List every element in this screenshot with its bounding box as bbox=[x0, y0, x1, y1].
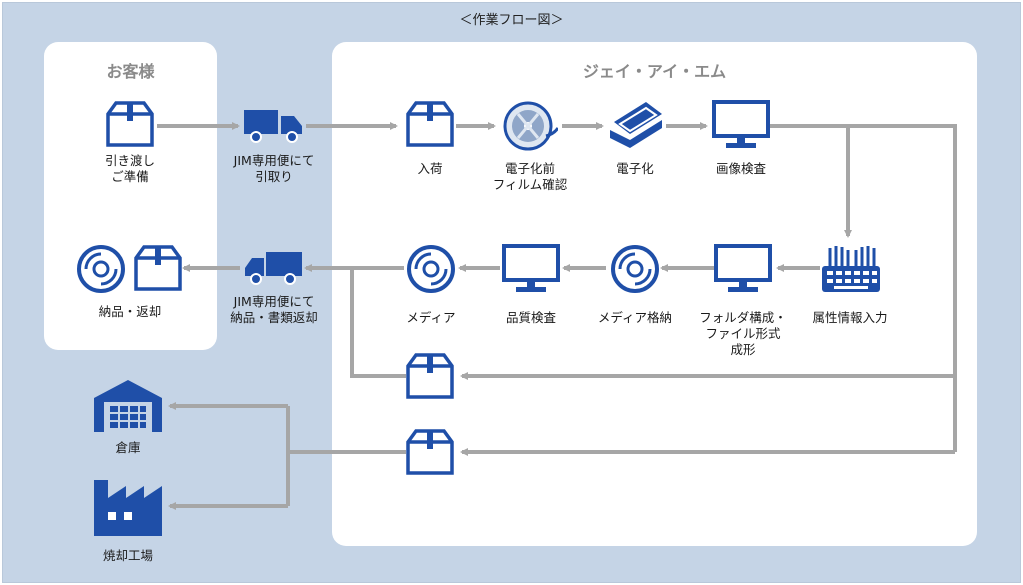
arrow-check-to-attribute bbox=[770, 124, 852, 238]
disc-icon bbox=[407, 245, 455, 293]
keyboard-typing-icon bbox=[822, 246, 880, 292]
return-line bbox=[770, 124, 957, 452]
prepare-label: 引き渡し ご準備 bbox=[104, 153, 155, 184]
warehouse-label: 倉庫 bbox=[115, 440, 141, 455]
return-label: JIM専用便にて 納品・書類返却 bbox=[230, 294, 318, 325]
film-check-label: 電子化前 フィルム確認 bbox=[492, 161, 568, 192]
truck-icon bbox=[245, 252, 302, 285]
media-label: メディア bbox=[406, 310, 456, 325]
line-upper-box-to-return bbox=[350, 268, 406, 378]
truck-icon bbox=[244, 110, 302, 143]
pickup-label: JIM専用便にて 引取り bbox=[233, 153, 315, 184]
film-reel-icon bbox=[503, 101, 558, 151]
media-store-label: メディア格納 bbox=[597, 310, 673, 325]
disc-icon bbox=[77, 245, 125, 293]
box-icon bbox=[406, 353, 454, 399]
company-header: ジェイ・アイ・エム bbox=[582, 62, 727, 81]
warehouse-icon bbox=[94, 380, 162, 432]
client-header: お客様 bbox=[106, 62, 155, 81]
factory-icon bbox=[94, 480, 162, 536]
scanner-icon bbox=[610, 102, 662, 148]
box-icon bbox=[406, 101, 454, 147]
diagram-title: ＜作業フロー図＞ bbox=[459, 13, 564, 28]
box-icon bbox=[134, 245, 182, 291]
client-panel bbox=[44, 42, 217, 350]
attribute-input-label: 属性情報入力 bbox=[812, 310, 888, 325]
monitor-icon bbox=[502, 244, 560, 292]
disc-icon bbox=[611, 245, 659, 293]
monitor-icon bbox=[714, 244, 772, 292]
incineration-label: 焼却工場 bbox=[102, 548, 153, 563]
deliver-label: 納品・返却 bbox=[98, 304, 162, 319]
image-check-label: 画像検査 bbox=[715, 161, 766, 176]
box-icon bbox=[106, 101, 154, 147]
monitor-icon bbox=[712, 100, 770, 148]
arrival-label: 入荷 bbox=[417, 161, 443, 176]
folder-build-label: フォルダ構成・ ファイル形式 成形 bbox=[699, 310, 787, 357]
digitize-label: 電子化 bbox=[616, 161, 654, 176]
box-icon bbox=[406, 429, 454, 475]
quality-check-label: 品質検査 bbox=[505, 310, 556, 325]
